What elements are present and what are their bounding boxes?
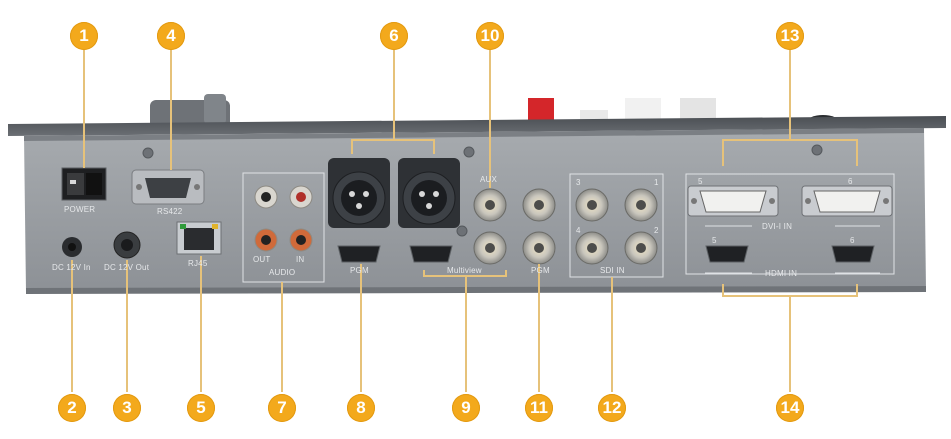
audio-label: AUDIO [269,268,296,277]
sdi-number-2: 2 [654,226,659,235]
callout-1: 1 [70,22,98,50]
dvi-right [801,185,893,217]
callout-13: 13 [776,22,804,50]
hdmi-number-5: 5 [712,236,717,245]
hdmi-in-6 [831,245,875,263]
sdi-in-label: SDI IN [600,266,625,275]
hdmi-in-label: HDMI IN [765,269,798,278]
callout-8: 8 [347,394,375,422]
dvi-left [687,185,779,217]
sdi-number-1: 1 [654,178,659,187]
pgm-label: PGM [350,266,369,275]
callout-9: 9 [452,394,480,422]
hdmi-multiview [409,245,453,263]
audio-out-label: OUT [253,255,271,264]
dvi-number-5: 5 [698,177,703,186]
callout-4: 4 [157,22,185,50]
rs422-label: RS422 [157,207,183,216]
callout-12: 12 [598,394,626,422]
callout-2: 2 [58,394,86,422]
callout-6: 6 [380,22,408,50]
sdi-number-4: 4 [576,226,581,235]
callout-3: 3 [113,394,141,422]
audio-in-label: IN [296,255,305,264]
dc-out-label: DC 12V Out [104,263,150,272]
callout-11: 11 [525,394,553,422]
callout-14: 14 [776,394,804,422]
hdmi-in-5 [705,245,749,263]
sdi-pgm-label: PGM [531,266,550,275]
callout-leaders [71,50,858,392]
hdmi-number-6: 6 [850,236,855,245]
callout-10: 10 [476,22,504,50]
power-label: POWER [64,205,96,214]
callout-7: 7 [268,394,296,422]
hdmi-pgm [337,245,381,263]
bnc-group [473,188,556,265]
dvi-in-label: DVI-I IN [762,222,793,231]
callout-5: 5 [187,394,215,422]
sdi-number-3: 3 [576,178,581,187]
rj45-label: RJ45 [188,259,208,268]
dvi-number-6: 6 [848,177,853,186]
multiview-label: Multiview [447,266,482,275]
dc-in-label: DC 12V In [52,263,91,272]
aux-label: AUX [480,175,498,184]
